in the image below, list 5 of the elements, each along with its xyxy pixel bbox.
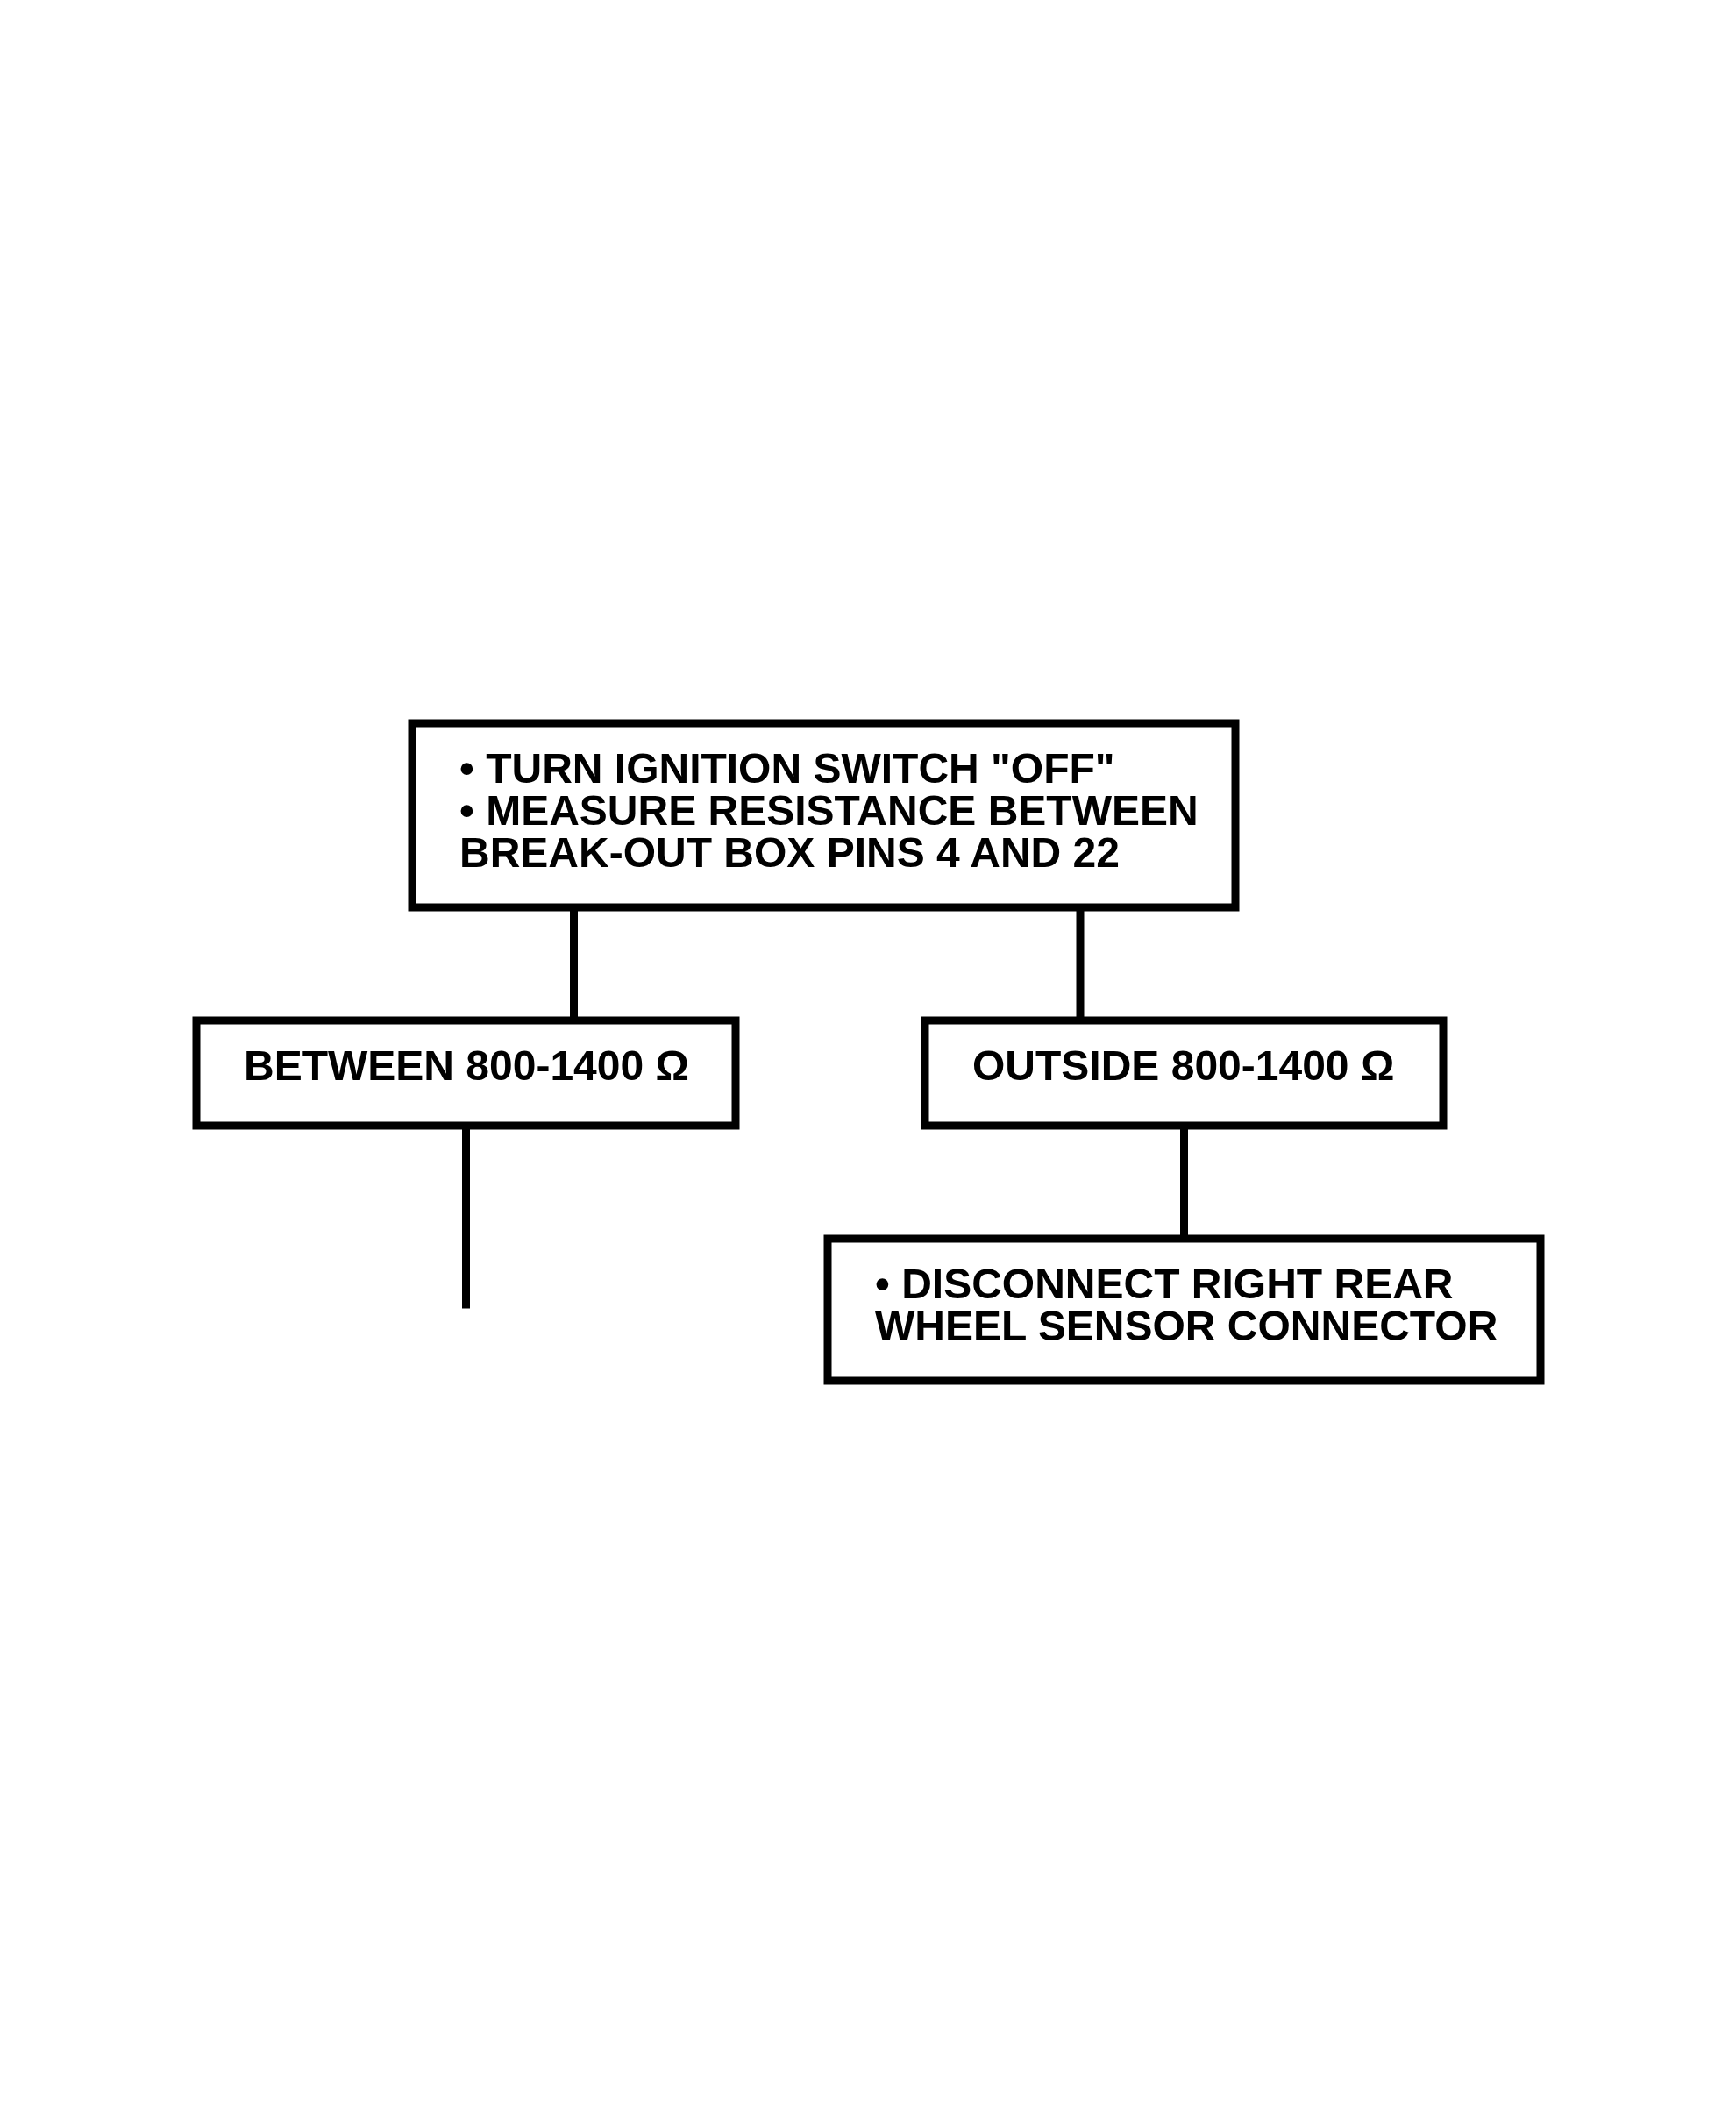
node-box: • TURN IGNITION SWITCH "OFF" • MEASURE RESISTANCE BETWEEN BREAK-OUT BOX PINS 4 AND 22	[408, 719, 1239, 912]
node-box: • DISCONNECT RIGHT REAR WHEEL SENSOR CONNECTOR	[823, 1234, 1544, 1385]
node-box: BETWEEN 800-1400 Ω	[192, 1016, 739, 1130]
connector	[461, 1127, 470, 1309]
node-box: OUTSIDE 800-1400 Ω	[921, 1016, 1447, 1130]
